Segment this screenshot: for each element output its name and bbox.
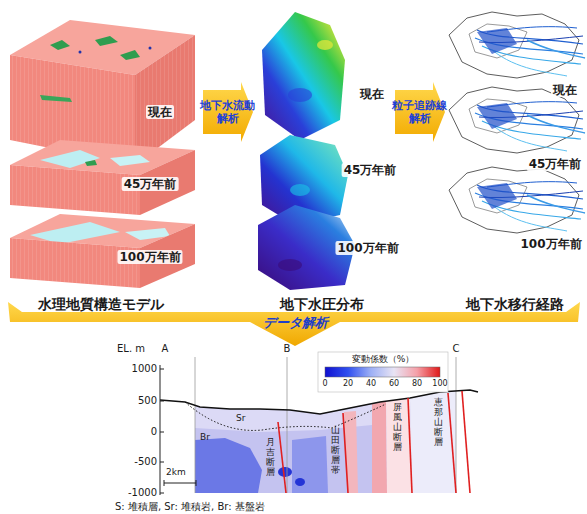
- axis-tick: 500: [138, 395, 157, 407]
- color-legend: [318, 352, 448, 392]
- panel-group: 現在 45万年前 100万年前地下水移行経路: [445, 5, 585, 311]
- section-point: C: [453, 343, 460, 355]
- layer-label: Br: [200, 432, 210, 443]
- panel-caption: 地下水圧分布: [280, 296, 364, 313]
- time-label: 100万年前: [117, 250, 182, 264]
- pressure-surface: [262, 12, 345, 140]
- ground-surface: [160, 390, 478, 414]
- migration-paths: [449, 12, 585, 78]
- legend-tick: 20: [343, 379, 353, 389]
- model-block: [10, 214, 195, 288]
- panel-group: 現在45万年前100万年前地下水圧分布: [253, 5, 395, 311]
- fault-name: 山田断層帯: [331, 426, 340, 475]
- footnote: S: 堆積層, Sr: 堆積岩, Br: 基盤岩: [115, 501, 265, 512]
- sediment-boundary: [185, 402, 386, 430]
- axis-tick: -500: [134, 456, 157, 468]
- scale-label: 2km: [166, 467, 186, 478]
- model-block: [10, 140, 195, 215]
- panel-caption: 地下水移行経路: [466, 296, 564, 313]
- fault-name: 恵那山断層: [434, 398, 443, 447]
- migration-paths: [449, 167, 585, 233]
- legend-tick: 80: [412, 379, 422, 389]
- axis-title: EL. m: [117, 343, 145, 355]
- legend-tick: 40: [366, 379, 376, 389]
- legend-tick: 60: [389, 379, 399, 389]
- time-label: 現在: [358, 87, 386, 101]
- time-label: 45万年前: [342, 163, 399, 177]
- fault-line: [278, 391, 470, 493]
- scale-bar: [164, 480, 196, 486]
- time-label: 現在: [551, 83, 579, 97]
- arrow-label: 粒子追跡線 解析: [391, 99, 449, 125]
- time-label: 45万年前: [122, 177, 179, 191]
- arrow-label: 地下水流動 解析: [199, 99, 257, 125]
- fault-name: 屏風山断層: [393, 403, 402, 452]
- section-point: B: [284, 343, 291, 355]
- y-axis: [160, 365, 164, 495]
- time-label: 現在: [146, 105, 174, 119]
- legend-tick: 100: [432, 379, 447, 389]
- cross-section: [195, 391, 456, 493]
- legend-title: 変動係数（%）: [352, 354, 415, 365]
- time-label: 45万年前: [527, 157, 584, 171]
- axis-tick: -1000: [128, 487, 157, 499]
- panel-caption: 水理地質構造モデル: [38, 296, 164, 313]
- layer-label: Sr: [236, 413, 245, 424]
- axis-tick: 1000: [132, 363, 157, 375]
- legend-tick: 0: [322, 379, 327, 389]
- section-point: A: [162, 343, 169, 355]
- panel-group: 現在 45万年前 100万年前水理地質構造モデル: [5, 5, 203, 311]
- process-label: データ解析: [263, 315, 328, 331]
- axis-tick: 0: [151, 426, 157, 438]
- fault-name: 月吉断層: [266, 438, 275, 478]
- time-label: 100万年前: [518, 237, 583, 251]
- time-label: 100万年前: [335, 241, 400, 255]
